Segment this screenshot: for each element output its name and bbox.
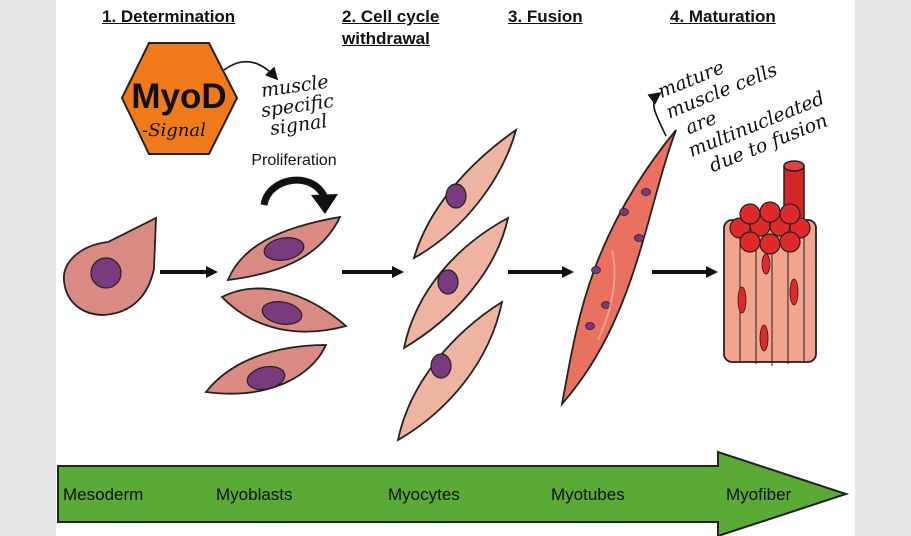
myod-note: muscle specific signal [260,71,336,140]
myod-note-arrow [223,60,279,81]
proliferation-arrowhead [311,194,338,214]
arrow-label-mesoderm: Mesoderm [63,485,143,504]
arrow-label-myofiber: Myofiber [726,485,792,504]
myod-title: MyoD [131,77,226,116]
myoblast-cells [204,215,348,395]
myofiber-bundle [723,160,817,366]
arrow-label-myocytes: Myocytes [388,485,460,504]
myotube [560,129,677,408]
arrow-label-myoblasts: Myoblasts [216,485,293,504]
fusion-note: mature muscle cells are multinucleated d… [655,56,831,177]
diagram-svg: MyoD -Signal muscle specific signal Prol… [57,42,850,536]
myod-subtitle: -Signal [142,120,206,141]
arrow-label-myotubes: Myotubes [551,485,625,504]
proliferation-label: Proliferation [251,152,336,169]
myocyte-cells [396,127,518,442]
proliferation-cycle-arrow [260,176,328,206]
differentiation-arrow: Mesoderm Myoblasts Myocytes Myotubes Myo… [57,450,850,536]
stage-arrows [160,266,718,278]
stage-1-title: 1. Determination [102,7,236,26]
stage-3-title: 3. Fusion [508,7,583,26]
fusion-note-arrow [647,92,667,137]
stage-4-title: 4. Maturation [670,7,776,26]
mesoderm-cell [63,216,157,316]
myod-hexagon: MyoD -Signal [120,42,239,155]
